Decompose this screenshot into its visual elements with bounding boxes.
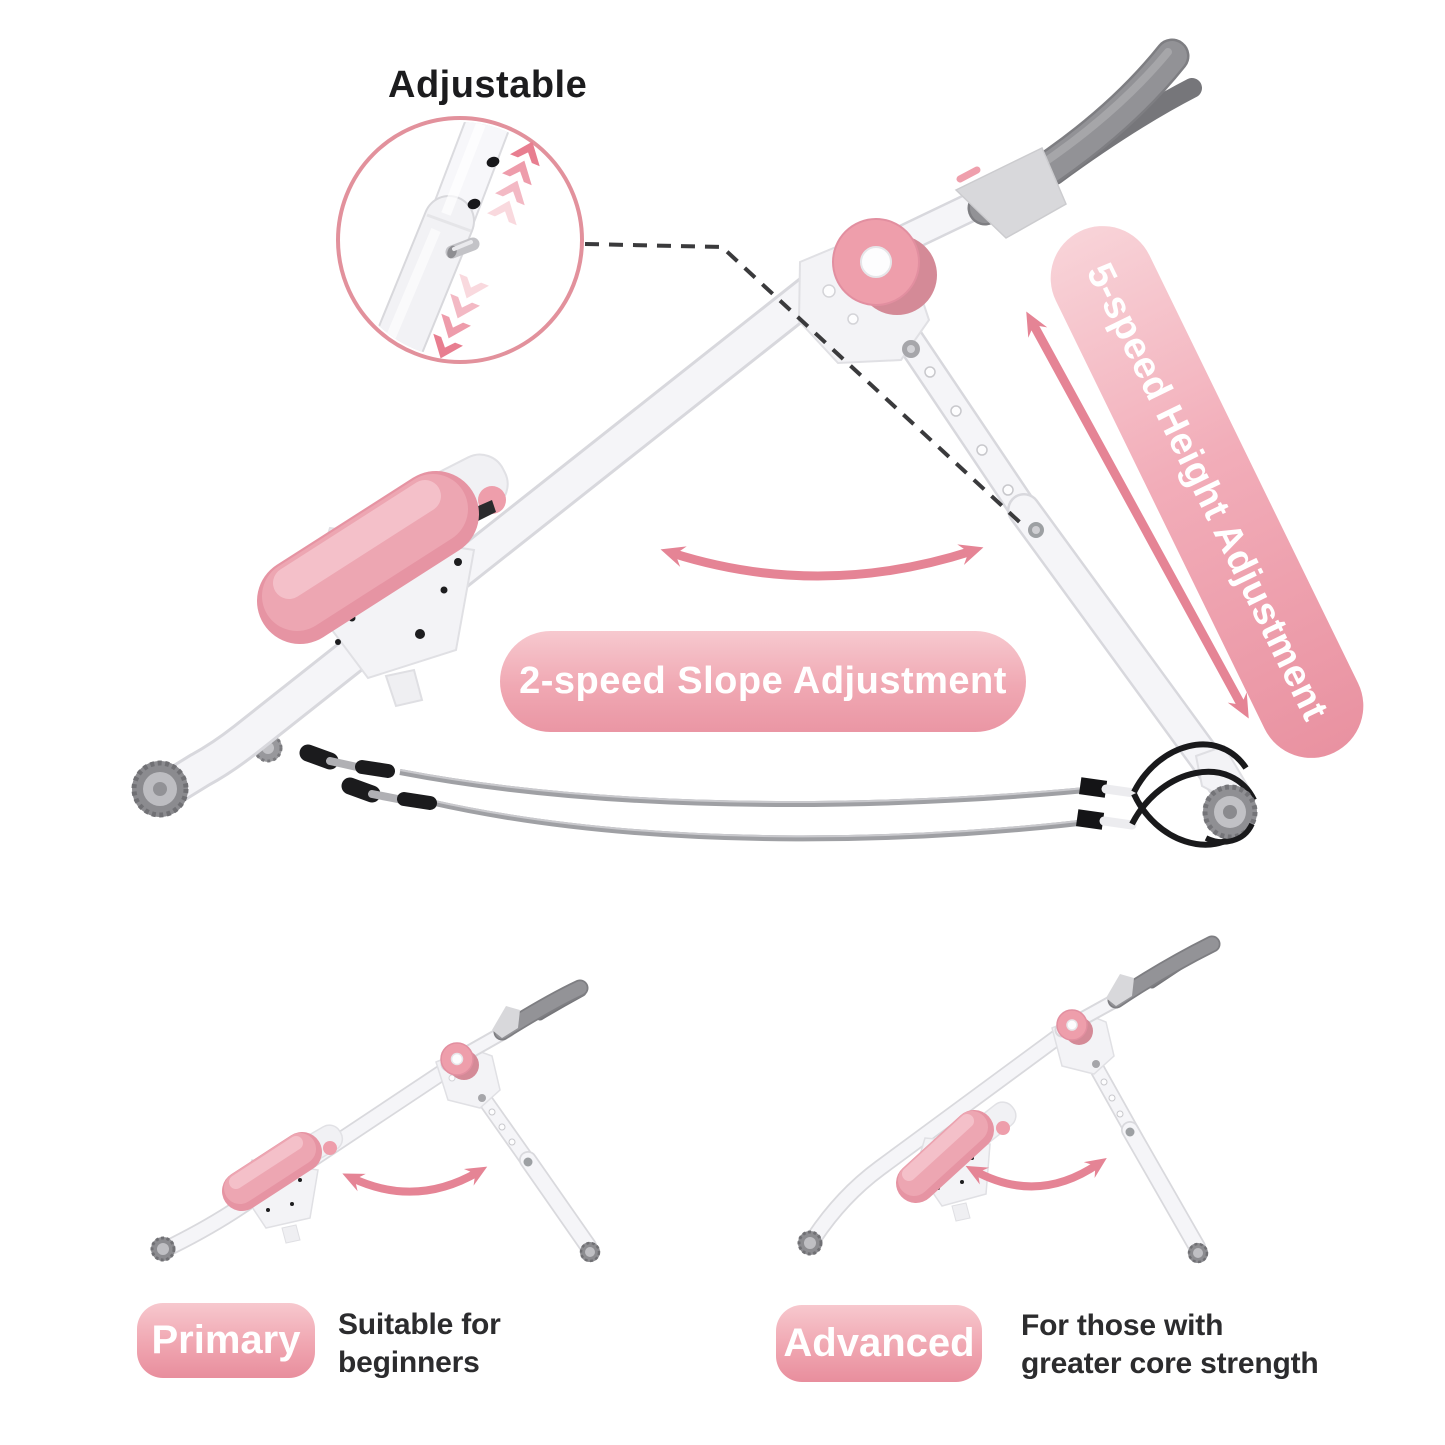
height-double-arrow-icon	[1026, 311, 1249, 719]
handle-sleeve	[492, 1006, 520, 1038]
handle-sleeve	[1106, 974, 1134, 1006]
seat-cushion	[896, 1110, 994, 1203]
rear-leg	[1074, 1034, 1206, 1256]
slope-adjustment-banner: 2-speed Slope Adjustment	[500, 631, 1026, 732]
dashed-connector-line	[584, 242, 1028, 530]
resistance-bands	[299, 741, 1258, 848]
rear-wheel	[579, 1241, 601, 1263]
lock-pin	[445, 237, 480, 259]
front-wheel	[150, 1236, 176, 1262]
pivot-hub	[1056, 1009, 1093, 1045]
band-connectors	[1076, 777, 1139, 830]
primary-badge: Primary	[137, 1303, 315, 1378]
slope-curved-arrow-icon	[660, 544, 984, 581]
rear-wheel	[1187, 1242, 1209, 1264]
slope-curved-arrow-icon	[342, 1166, 488, 1196]
seat-cushion	[222, 1132, 322, 1211]
main-rail	[155, 233, 881, 805]
slope-curved-arrow-icon	[965, 1157, 1107, 1191]
adjustable-inset	[336, 116, 584, 364]
band-handle-grips	[299, 744, 437, 810]
front-wheel	[797, 1230, 823, 1256]
primary-description: Suitable for beginners	[338, 1308, 501, 1379]
chevron-down-icons	[433, 273, 489, 359]
seat-cushion	[257, 471, 479, 644]
rear-leg	[460, 1068, 597, 1255]
band-cables	[399, 769, 1107, 842]
adjustable-label: Adjustable	[388, 64, 588, 106]
advanced-description: For those with greater core strength	[1021, 1309, 1319, 1380]
chevron-up-icons	[487, 141, 540, 226]
front-wheel	[131, 760, 189, 818]
seat-assembly	[257, 453, 509, 708]
advanced-machine	[797, 935, 1221, 1264]
callout-arrows	[660, 311, 1249, 719]
pivot-hub	[440, 1042, 479, 1080]
primary-machine	[150, 979, 601, 1263]
advanced-badge: Advanced	[776, 1305, 982, 1382]
handle-sleeve	[954, 146, 1067, 239]
main-machine	[131, 38, 1252, 818]
rear-roller	[1202, 784, 1258, 845]
pivot-hub	[832, 218, 937, 315]
